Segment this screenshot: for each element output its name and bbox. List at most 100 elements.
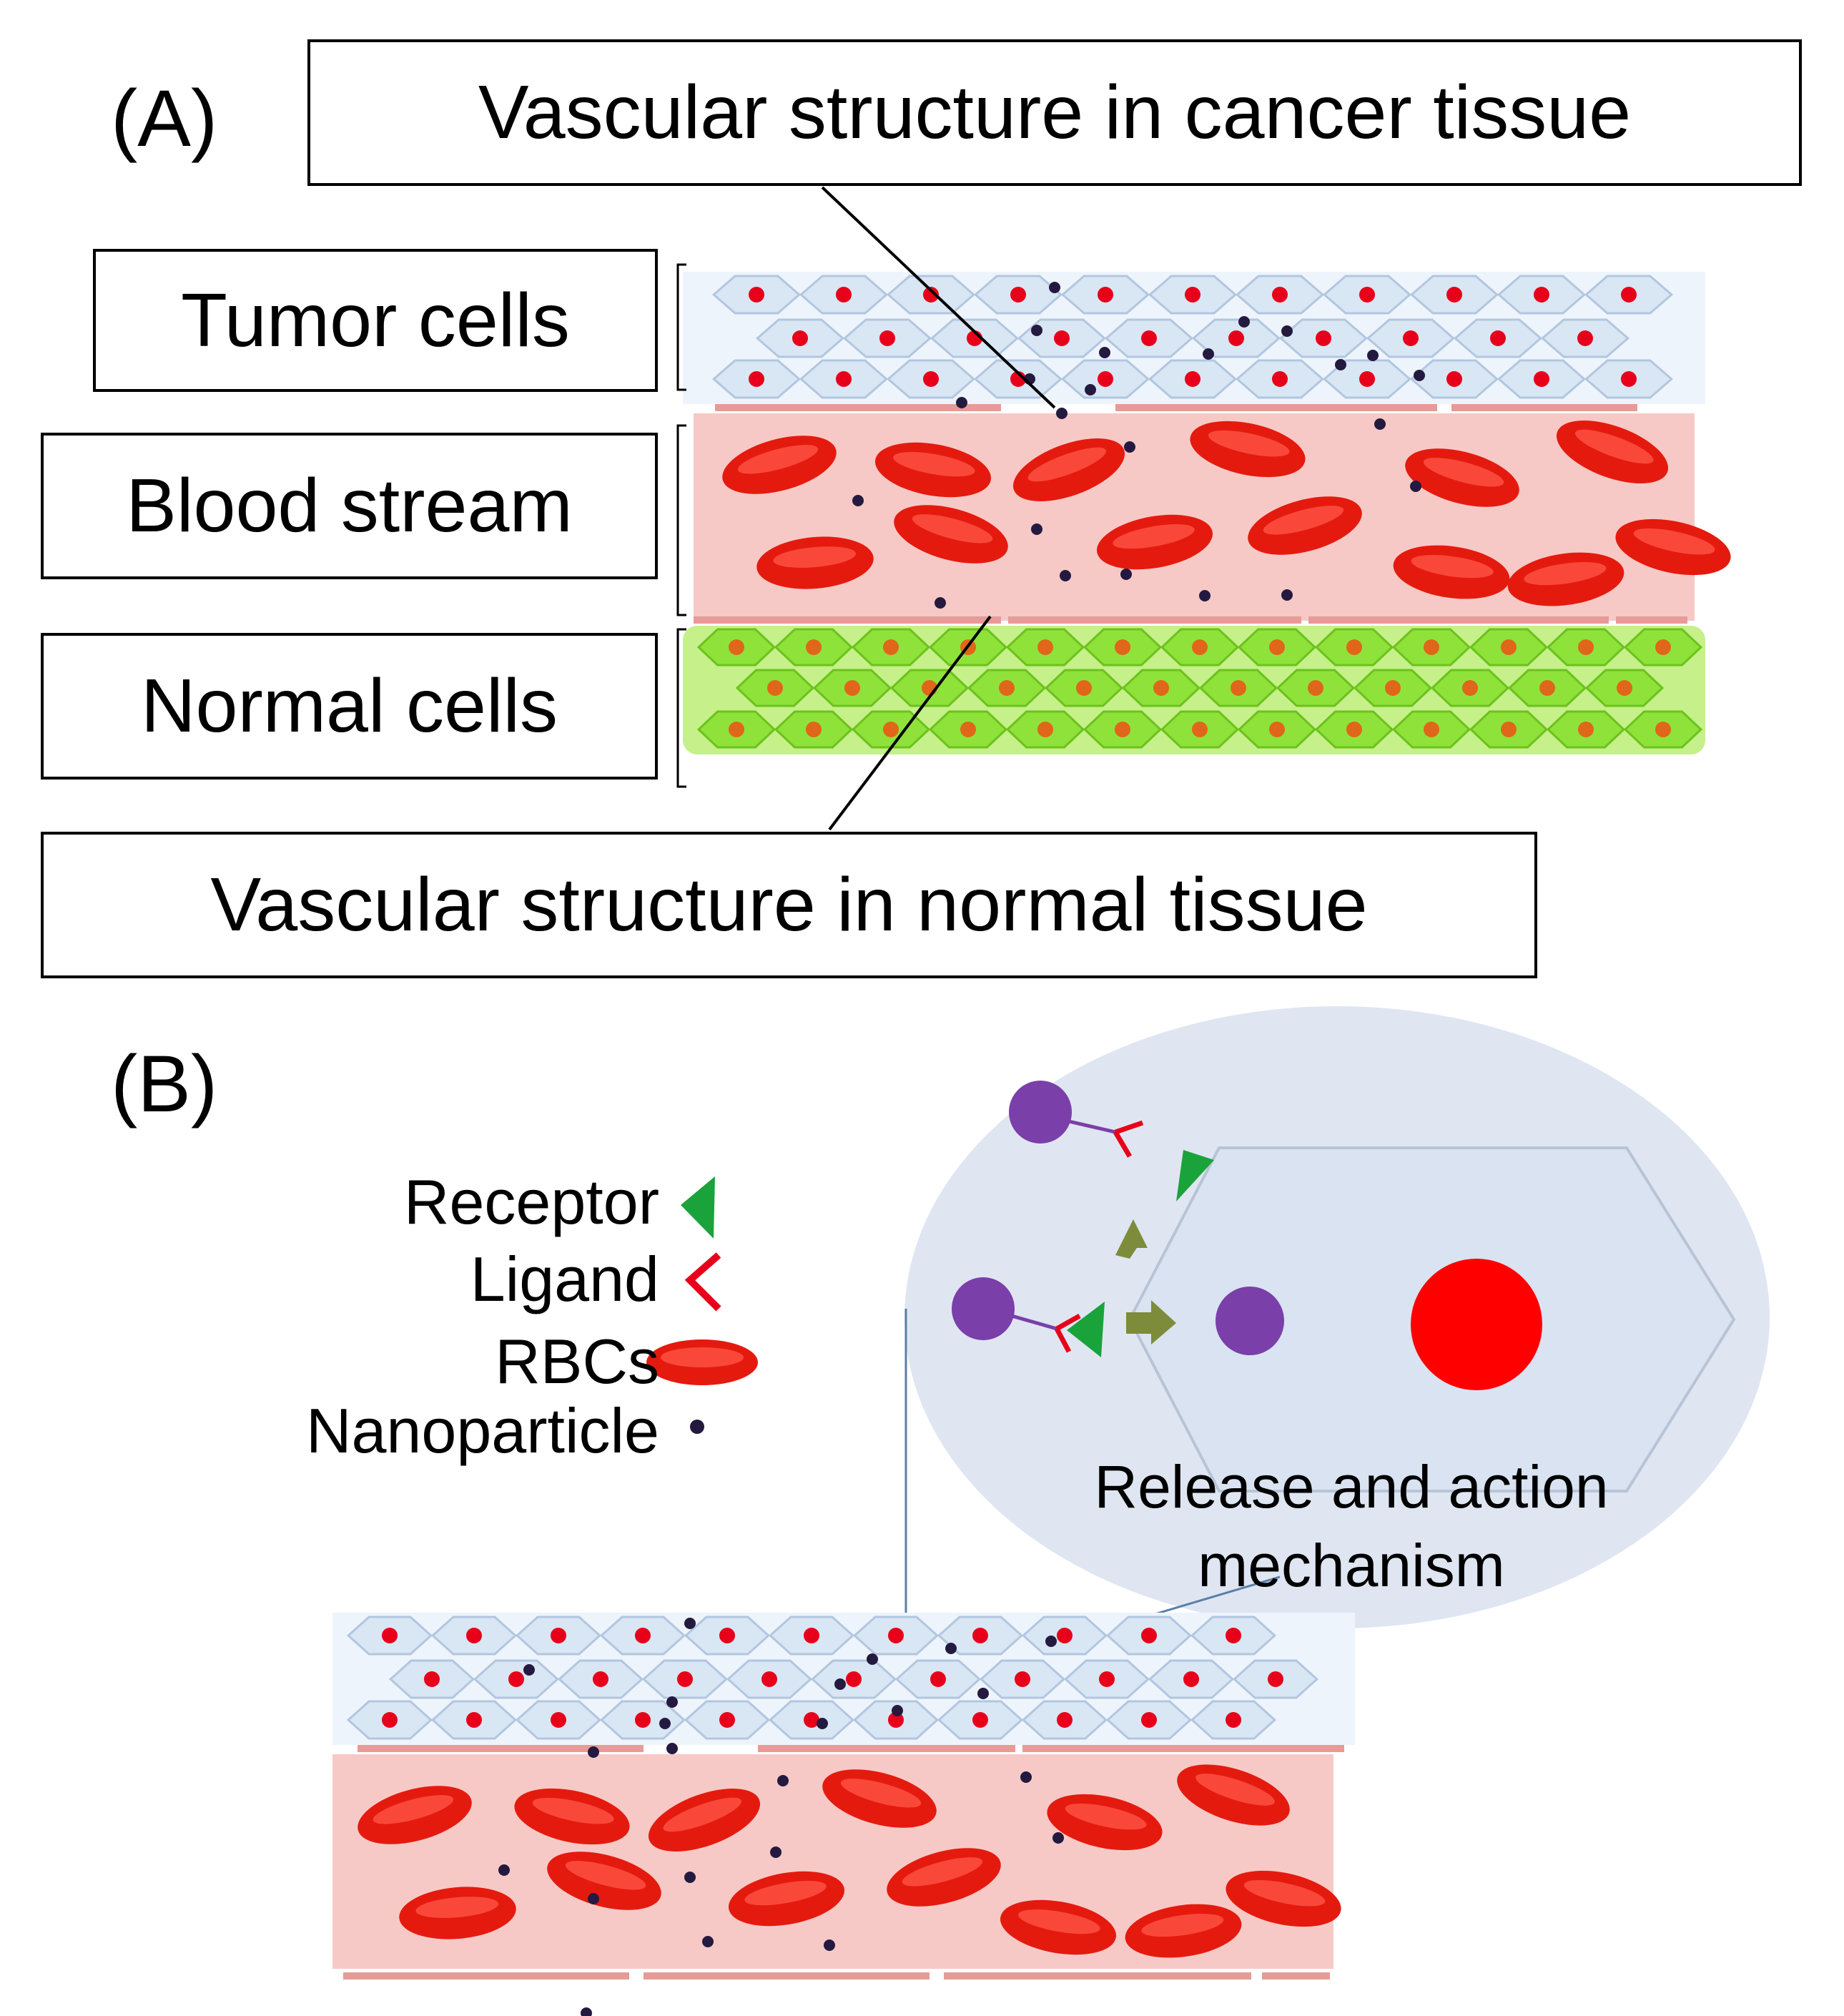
tumor-cells-layer — [711, 275, 1674, 399]
normal-cell-nucleus — [883, 722, 899, 737]
tumor-cell-b-nucleus — [804, 1628, 819, 1643]
tumor-cell-nucleus — [1577, 330, 1593, 346]
rbc-b-highlight — [373, 1795, 454, 1824]
tumor-cell-b-nucleus — [1057, 1712, 1073, 1728]
nanoparticle — [1120, 569, 1132, 580]
tumor-cell-nucleus — [1316, 330, 1331, 346]
nanoparticle-b — [1045, 1636, 1057, 1647]
nanoparticle — [1199, 590, 1211, 601]
receptor-icon — [681, 1176, 715, 1239]
nanoparticle-b — [817, 1718, 828, 1729]
normal-vessel-label: Vascular structure in normal tissue — [41, 832, 1537, 978]
nanoparticle — [1031, 523, 1042, 535]
tumor-cell-nucleus — [1403, 330, 1419, 346]
nanoparticle-b — [684, 1872, 696, 1883]
rbc-b-highlight — [415, 1897, 499, 1918]
nanoparticle — [956, 397, 967, 408]
tumor-cell-nucleus — [1141, 330, 1157, 346]
rbc-highlight — [1633, 528, 1715, 555]
rbc-group-b — [358, 1764, 1341, 1958]
rbc-b-highlight — [532, 1797, 614, 1824]
tumor-cell-b-nucleus — [1268, 1671, 1283, 1687]
tumor-cell-nucleus — [749, 287, 764, 303]
tumor-cell-nucleus — [836, 371, 852, 387]
nanoparticle — [1056, 408, 1068, 419]
normal-cell-nucleus — [1424, 722, 1439, 737]
tumor-cell-nucleus — [879, 330, 895, 346]
rbc-b-highlight — [565, 1861, 646, 1890]
tumor-cell-b-nucleus — [677, 1671, 693, 1687]
nanoparticle — [1281, 325, 1293, 337]
normal-cell-nucleus — [1539, 680, 1555, 696]
arrow-up-icon — [1115, 1219, 1148, 1259]
rbc-highlight — [1208, 430, 1290, 457]
rbc-highlight — [912, 514, 993, 544]
receptor-legend-label: Receptor — [403, 1166, 659, 1237]
tumor-cell-nucleus — [1446, 287, 1462, 303]
rbc-highlight — [1113, 524, 1195, 549]
drug-ligand-top — [1009, 1081, 1144, 1158]
nanoparticle-b — [770, 1847, 782, 1858]
normal-cell-nucleus — [960, 722, 976, 737]
normal-cell-nucleus — [1153, 680, 1169, 696]
tumor-cell-b-nucleus — [1099, 1671, 1115, 1687]
leaky-endothelium-top — [715, 404, 1637, 411]
tumor-cell-b-nucleus — [593, 1671, 608, 1687]
tumor-cell-b-nucleus — [972, 1628, 988, 1643]
nanoparticle-b — [666, 1743, 678, 1754]
blood-bracket — [676, 424, 686, 616]
free-receptor-icon — [1176, 1150, 1214, 1201]
nanoparticle-b — [523, 1664, 535, 1676]
normal-bracket — [676, 628, 686, 788]
tumor-cell-nucleus — [1359, 287, 1375, 303]
blood-stream-label: Blood stream — [41, 433, 658, 579]
rbc-group — [722, 421, 1731, 606]
tumor-cell-nucleus — [1534, 371, 1549, 387]
normal-cell-nucleus — [999, 680, 1015, 696]
normal-cell-nucleus — [729, 639, 744, 655]
nanoparticle — [1203, 348, 1214, 360]
normal-cell-nucleus — [1231, 680, 1246, 696]
panel-a-tag: (A) — [111, 74, 218, 163]
normal-cell-nucleus — [1269, 639, 1285, 655]
nanoparticle-b — [1052, 1832, 1064, 1844]
rbc-highlight — [1027, 447, 1106, 482]
leaky-endothelium-b — [358, 1745, 1344, 1752]
rbc-b-highlight — [902, 1857, 983, 1887]
nanoparticle-b — [977, 1688, 989, 1699]
rbc-highlight — [773, 546, 857, 568]
rbc-b-highlight — [840, 1779, 922, 1808]
tumor-cell-nucleus — [1054, 330, 1070, 346]
nanoparticle — [1367, 350, 1379, 361]
normal-cell-nucleus — [806, 722, 822, 737]
nanoparticle-b — [588, 1893, 599, 1904]
tumor-cell-nucleus — [1010, 287, 1026, 303]
tumor-cell-b-nucleus — [508, 1671, 524, 1687]
normal-cell-nucleus — [1076, 680, 1092, 696]
drug-ligand-receptor-middle — [952, 1277, 1105, 1357]
tumor-cell-b-nucleus — [930, 1671, 946, 1687]
ligand-legend-label: Ligand — [470, 1244, 659, 1314]
normal-cell-nucleus — [1346, 722, 1362, 737]
tumor-cell-b-nucleus — [888, 1628, 904, 1643]
tumor-cell-b-nucleus — [1141, 1712, 1157, 1728]
tumor-cell-b-nucleus — [972, 1712, 988, 1728]
nanoparticle-b — [945, 1643, 957, 1654]
normal-cell-nucleus — [1501, 722, 1517, 737]
panel-a-illustration — [676, 186, 1731, 831]
rbc-highlight — [1524, 562, 1607, 586]
tumor-cell-b-nucleus — [1057, 1628, 1073, 1643]
panel-b-tag: (B) — [111, 1039, 218, 1129]
rbc-highlight — [893, 452, 975, 477]
tumor-cell-b-nucleus — [382, 1628, 398, 1643]
rbc-b-highlight — [1195, 1774, 1275, 1806]
nanoparticle — [1374, 418, 1386, 430]
tumor-cell-nucleus — [792, 330, 808, 346]
tumor-cell-b-nucleus — [719, 1628, 735, 1643]
rbc-highlight — [1411, 555, 1494, 579]
nanoparticle-group-b — [498, 1618, 1064, 2016]
normal-cell-nucleus — [1501, 639, 1517, 655]
nanoparticle-b — [588, 1746, 599, 1758]
arrow-right-icon — [1126, 1300, 1176, 1344]
